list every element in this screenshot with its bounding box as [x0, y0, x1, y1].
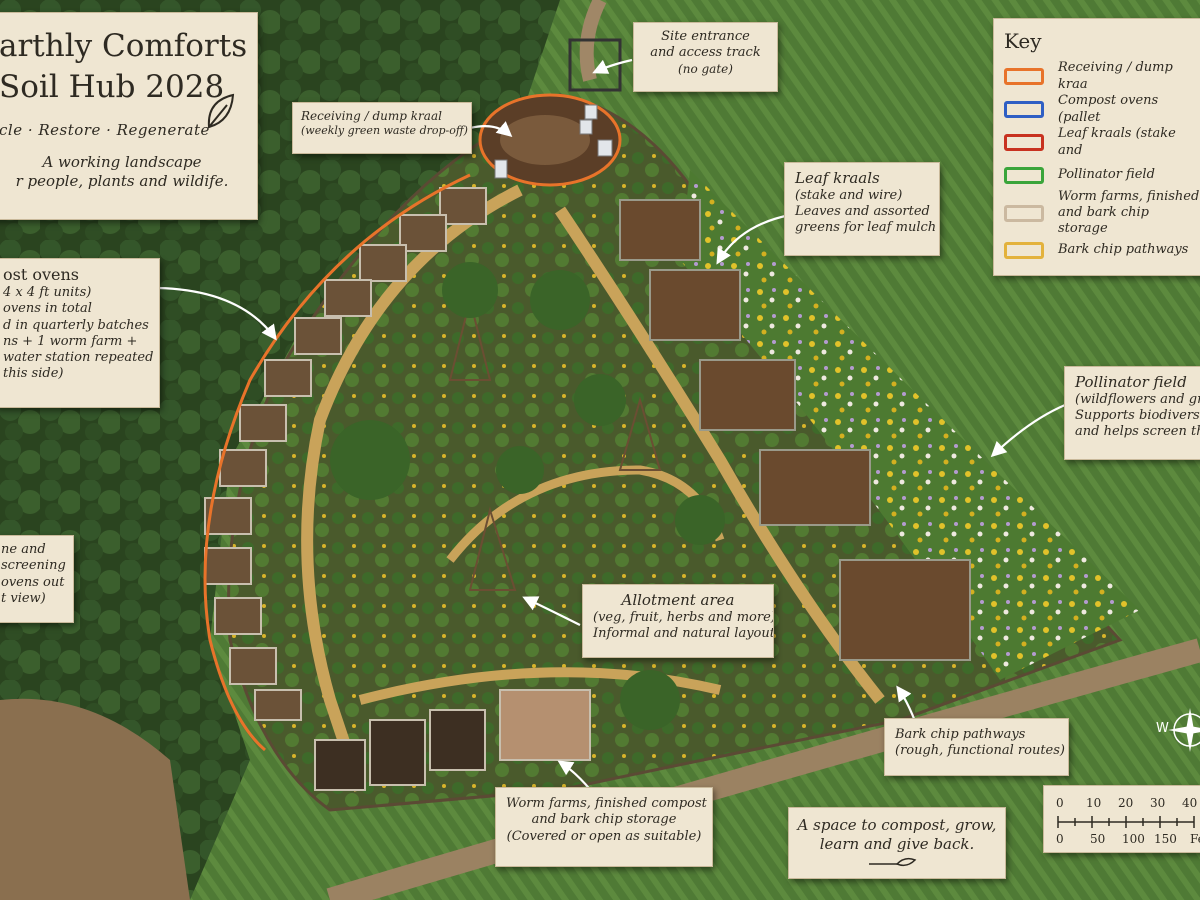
callout-line: and helps screen th [1075, 424, 1200, 440]
key-item: Compost ovens (pallet [1004, 93, 1200, 126]
callout-line: (wildflowers and gr [1075, 391, 1200, 407]
key-swatch [1004, 68, 1044, 85]
callout-line: ost ovens [3, 265, 80, 284]
scale-tick-label: 0 [1056, 796, 1064, 810]
callout-line: (veg, fruit, herbs and more) [593, 609, 774, 625]
title-desc-line-2: r people, plants and wildife. [15, 172, 229, 190]
key-label: Bark chip pathways [1058, 242, 1189, 258]
callout-line: this side) [3, 366, 64, 382]
callout-line: Allotment area [621, 591, 735, 609]
callout-line: (rough, functional routes) [895, 743, 1065, 759]
scale-tick-label: 150 [1154, 832, 1177, 846]
title-card: arthly Comforts Soil Hub 2028 cle · Rest… [0, 12, 258, 220]
scale-tick-label: 20 [1118, 796, 1134, 810]
key-swatch [1004, 134, 1044, 151]
callout-line: (weekly green waste drop-off) [301, 124, 468, 137]
compass-icon [1168, 708, 1200, 752]
scale-bar: 0 10 20 30 40 0 50 100 150 Fee [1043, 785, 1200, 853]
scale-tick-label: 10 [1086, 796, 1102, 810]
key-swatch [1004, 167, 1044, 184]
callout-line: Worm farms, finished compost [506, 796, 707, 811]
key-label: Worm farms, finished [1058, 188, 1200, 204]
key-label-2: and bark chip storage [1058, 204, 1150, 237]
callout-line: (stake and wire) [795, 187, 903, 203]
key-item: Pollinator field [1004, 159, 1200, 192]
title-line-2: Soil Hub 2028 [0, 68, 225, 105]
key-item: Worm farms, finished and bark chip stora… [1004, 188, 1200, 236]
receiving-callout: Receiving / dump kraal (weekly green was… [292, 102, 472, 154]
pollinator-callout: Pollinator field (wildflowers and gr Sup… [1064, 366, 1200, 460]
leaf-kraals-callout: Leaf kraals (stake and wire) Leaves and … [784, 162, 940, 256]
compost-ovens-callout: ost ovens 4 x 4 ft units) ovens in total… [0, 258, 160, 408]
callout-line: 4 x 4 ft units) [3, 285, 92, 300]
key-heading: Key [1004, 29, 1042, 53]
key-label: Receiving / dump kraa [1058, 60, 1173, 92]
callout-line: Receiving / dump kraal [301, 109, 442, 123]
callout-line: ovens out [1, 574, 65, 590]
bark-pathways-callout: Bark chip pathways (rough, functional ro… [884, 718, 1069, 776]
scale-tick-label: 40 [1182, 796, 1198, 810]
leaf-icon [207, 93, 235, 129]
scale-unit: Fee [1190, 832, 1200, 846]
key-item: Bark chip pathways [1004, 234, 1200, 267]
scale-tick-label: 0 [1056, 832, 1064, 846]
leaf-flourish-icon [869, 857, 917, 866]
title-desc-line-1: A working landscape [42, 153, 202, 172]
callout-line: and bark chip storage [531, 812, 677, 828]
callout-line: Informal and natural layout [593, 626, 774, 641]
map-key: Key Receiving / dump kraa Compost ovens … [993, 18, 1200, 276]
key-label: Compost ovens (pallet [1058, 93, 1159, 125]
callout-line: screening [1, 558, 66, 574]
scale-tick-label: 30 [1150, 796, 1166, 810]
callout-line: Site entrance [661, 29, 750, 44]
scale-tick-label: 100 [1122, 832, 1145, 846]
key-label: Pollinator field [1058, 167, 1155, 183]
callout-line: Supports biodivers [1075, 408, 1200, 423]
callout-line: Leaf kraals [795, 169, 880, 187]
callout-line: and access track [650, 45, 761, 61]
title-line-1: arthly Comforts [0, 28, 248, 64]
callout-line: d in quarterly batches [3, 317, 149, 333]
allotment-callout: Allotment area (veg, fruit, herbs and mo… [582, 584, 774, 658]
motto-line-1: A space to compost, grow, [797, 816, 997, 834]
compass-west-label: W [1156, 721, 1169, 736]
key-item: Leaf kraals (stake and [1004, 126, 1200, 159]
motto-line-2: learn and give back. [819, 834, 975, 853]
callout-line: Leaves and assorted [795, 204, 930, 219]
callout-line: (no gate) [678, 61, 733, 76]
callout-line: water station repeated [3, 350, 154, 365]
callout-line: greens for leaf mulch [795, 220, 937, 236]
worm-farms-callout: Worm farms, finished compost and bark ch… [495, 787, 713, 867]
callout-line: ne and [1, 542, 46, 557]
motto-card: A space to compost, grow, learn and give… [788, 807, 1006, 879]
scale-ruler [1057, 816, 1195, 828]
screening-callout: ne and screening ovens out t view) [0, 535, 74, 623]
callout-line: ovens in total [3, 301, 92, 317]
scale-tick-label: 50 [1090, 832, 1106, 846]
tagline: cle · Restore · Regenerate [0, 120, 210, 139]
key-label: Leaf kraals (stake and [1058, 126, 1176, 158]
key-swatch [1004, 242, 1044, 259]
key-item: Receiving / dump kraa [1004, 60, 1200, 93]
callout-line: (Covered or open as suitable) [506, 828, 702, 844]
callout-line: Pollinator field [1075, 373, 1187, 391]
entrance-callout: Site entrance and access track (no gate) [633, 22, 778, 92]
callout-line: t view) [1, 590, 46, 606]
callout-line: ns + 1 worm farm + [3, 333, 138, 349]
key-swatch [1004, 204, 1044, 222]
key-swatch [1004, 101, 1044, 118]
callout-line: Bark chip pathways [895, 727, 1026, 742]
